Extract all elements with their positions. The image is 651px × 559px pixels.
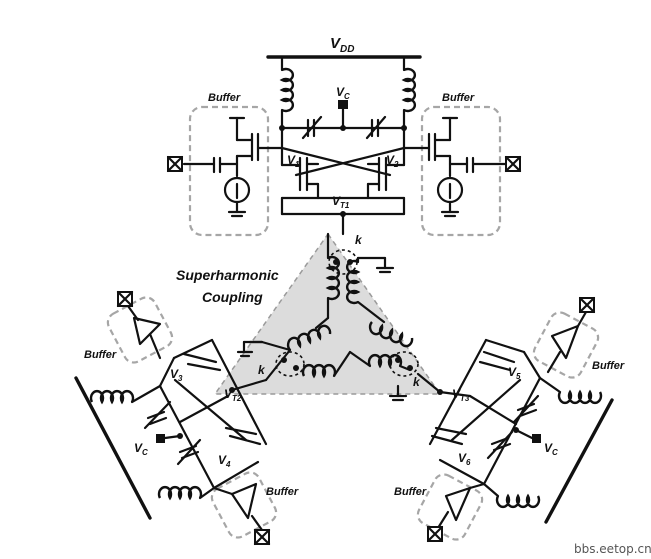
buffer-triangle-br-lower xyxy=(444,486,472,522)
k-label-right: k xyxy=(413,375,421,389)
buffer-triangle-bl-upper xyxy=(132,316,162,346)
v3-label: V3 xyxy=(170,367,183,383)
buffer-box-top-right xyxy=(420,105,502,237)
buffer-label-top-left: Buffer xyxy=(208,92,241,104)
inductor-left xyxy=(279,67,295,113)
coupling-k-right xyxy=(389,351,419,377)
inductor-right xyxy=(401,67,417,113)
vt1-label: VT1 xyxy=(332,194,350,210)
v5-label: V5 xyxy=(508,365,521,381)
coupling-k-top xyxy=(328,249,358,275)
vc-label-bottom-left: VC xyxy=(134,441,148,457)
buffer-label-bottom-right-upper: Buffer xyxy=(592,360,625,372)
buffer-triangle-br-upper xyxy=(550,324,580,360)
k-label-left: k xyxy=(258,363,266,377)
coupling-coil-top xyxy=(325,255,341,301)
v6-label: V6 xyxy=(458,451,471,467)
k-label-top: k xyxy=(355,233,363,247)
vt2-label: VT2 xyxy=(224,387,242,403)
buffer-box-bottom-left-lower xyxy=(210,471,278,539)
vc-terminal xyxy=(338,100,348,109)
coupling-label-line2: Coupling xyxy=(202,289,263,305)
coupling-k-left xyxy=(275,351,305,377)
coupling-coil-bottom xyxy=(301,363,337,379)
watermark: bbs.eetop.cn xyxy=(574,542,651,556)
v2-label: V2 xyxy=(386,153,399,169)
buffer-label-bottom-right-lower: Buffer xyxy=(394,486,427,498)
buffer-box-bottom-right-upper xyxy=(532,311,600,379)
buffer-box-top-left xyxy=(188,105,270,237)
coupling-label-line1: Superharmonic xyxy=(176,267,279,283)
coupling-coil-left xyxy=(286,324,332,351)
buffer-triangle-bl-lower xyxy=(230,482,258,520)
v1-label: V1 xyxy=(287,153,300,169)
vc-label-top: VC xyxy=(336,85,350,101)
vdd-label: VDD xyxy=(330,35,354,55)
rail-bottom-right xyxy=(544,398,614,524)
coupling-coil-right xyxy=(368,321,414,348)
vc-terminal-bottom-left xyxy=(156,434,165,443)
v4-label: V4 xyxy=(218,453,231,469)
rail-bottom-left xyxy=(74,376,152,520)
vc-label-bottom-right: VC xyxy=(544,441,558,457)
vt3-label: VT3 xyxy=(452,387,470,403)
buffer-label-top-right: Buffer xyxy=(442,92,475,104)
buffer-label-bottom-left-upper: Buffer xyxy=(84,349,117,361)
buffer-label-bottom-left-lower: Buffer xyxy=(266,486,299,498)
vc-terminal-bottom-right xyxy=(532,434,541,443)
